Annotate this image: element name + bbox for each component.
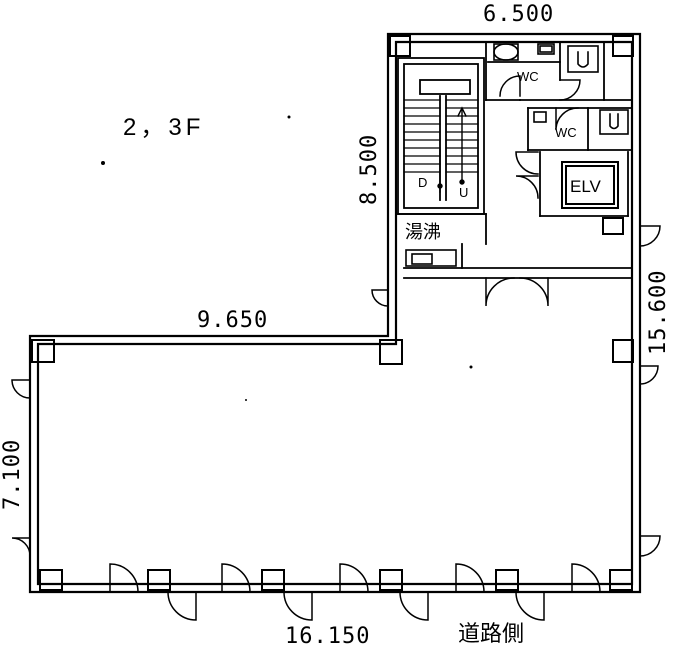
elevator-shaft — [561, 161, 619, 209]
dimension-mid: 9.650 — [197, 308, 269, 333]
stair-arrows — [437, 106, 467, 193]
floor-label: 2，3F — [123, 114, 205, 141]
dimension-right: 15.600 — [646, 269, 671, 355]
stair-core — [397, 57, 485, 215]
stair-down-label: D — [418, 175, 428, 190]
doors — [11, 75, 661, 621]
wc-lower-label: WC — [555, 125, 577, 140]
kitchenette-fixtures — [405, 249, 457, 267]
dimension-top: 6.500 — [483, 2, 555, 27]
outer-walls — [28, 32, 642, 594]
columns — [31, 35, 634, 591]
elevator-label: ELV — [570, 177, 601, 196]
core-partitions — [397, 41, 633, 279]
scan-specks — [101, 115, 473, 401]
wc-upper-label: WC — [517, 69, 539, 84]
road-side-label: 道路側 — [458, 622, 525, 647]
dimension-core-height: 8.500 — [357, 133, 382, 205]
dimension-left: 7.100 — [0, 438, 25, 510]
kitchenette-label: 湯沸 — [405, 222, 441, 243]
dimension-bottom: 16.150 — [285, 624, 371, 649]
stair-up-label: U — [459, 185, 469, 200]
stair-treads — [403, 99, 479, 173]
toilet-fixtures — [493, 43, 629, 135]
